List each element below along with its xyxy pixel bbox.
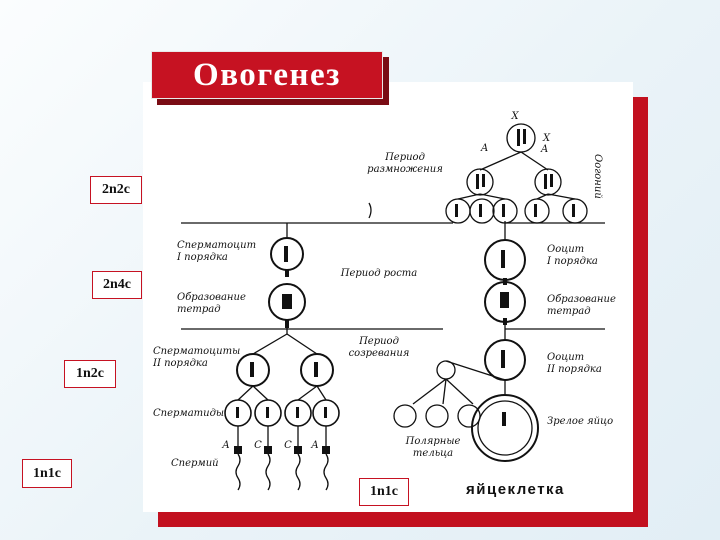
cell-mature-egg xyxy=(471,394,539,462)
sperm-mark: A xyxy=(221,440,229,451)
chromosome xyxy=(550,174,553,187)
sperm-head xyxy=(294,446,302,454)
chromosome xyxy=(324,407,327,418)
cell-spermatocyte-2 xyxy=(236,353,270,387)
chromosome xyxy=(501,250,505,268)
cell-polar-body xyxy=(436,360,456,380)
chromosome xyxy=(284,246,288,262)
cell-spermatid xyxy=(224,399,252,427)
sperm-tail xyxy=(323,453,329,491)
chromosome xyxy=(501,350,505,368)
chromosome xyxy=(502,204,505,217)
chromosome xyxy=(482,174,485,187)
chromosome xyxy=(314,362,318,377)
chromosome-mark: X xyxy=(542,133,551,144)
sperm-tail xyxy=(295,453,301,491)
slide-title: Овогенез xyxy=(151,51,383,99)
chromosome xyxy=(296,407,299,418)
cell-oogonium xyxy=(534,168,562,196)
cell-junction xyxy=(285,269,289,277)
chromosome xyxy=(266,407,269,418)
cell-polar-body xyxy=(425,404,449,428)
cell-oogonium xyxy=(524,198,550,224)
chromosome-tetrad xyxy=(500,292,509,308)
label-spermatids: Сперматиды xyxy=(153,408,224,419)
chromosome-formula-label: 1n2c xyxy=(64,360,116,388)
cell-spermatid xyxy=(284,399,312,427)
chromosome-mark: A xyxy=(540,144,548,155)
chromosome-formula-label: 1n1c xyxy=(22,459,72,488)
cell-polar-body xyxy=(393,404,417,428)
chromosome-formula-label: 2n4c xyxy=(92,271,142,299)
label-mature-egg: Зрелое яйцо xyxy=(547,416,613,427)
cell-spermatid xyxy=(254,399,282,427)
cell-oogonium xyxy=(562,198,588,224)
cell-oogonium xyxy=(469,198,495,224)
label-sperm: Спермий xyxy=(171,458,219,469)
cell-junction xyxy=(503,278,507,285)
cell-spermatid xyxy=(312,399,340,427)
cell-mature-egg-inner xyxy=(477,400,533,456)
chromosome xyxy=(476,174,479,189)
cell-junction xyxy=(285,320,289,328)
label-oogonium: Оогоний xyxy=(592,154,603,199)
sperm-head xyxy=(264,446,272,454)
chromosome xyxy=(517,129,520,146)
sperm-tail xyxy=(265,453,271,491)
cell-oocyte-2 xyxy=(484,339,526,381)
sperm-head xyxy=(234,446,242,454)
sperm-head xyxy=(322,446,330,454)
chromosome-mark: X xyxy=(510,111,519,122)
chromosome xyxy=(534,204,537,217)
sperm-mark: C xyxy=(284,440,292,451)
cell-junction xyxy=(503,318,507,325)
chromosome xyxy=(455,204,458,217)
cell-spermatocyte-2 xyxy=(300,353,334,387)
cell-oogonium xyxy=(506,123,536,153)
sperm-tail xyxy=(235,453,241,491)
chromosome-formula-label: 2n2c xyxy=(90,176,142,204)
label-period-growth: Период роста xyxy=(340,268,418,279)
chromosome xyxy=(250,362,254,377)
cell-polar-body xyxy=(457,404,481,428)
chromosome xyxy=(572,204,575,217)
cell-oogonium xyxy=(466,168,494,196)
chromosome xyxy=(523,129,526,144)
sperm-mark: A xyxy=(310,440,318,451)
chromosome-tetrad xyxy=(282,294,292,309)
chromosome xyxy=(479,204,482,217)
sperm-mark: C xyxy=(254,440,262,451)
cell-oogonium xyxy=(492,198,518,224)
chromosome xyxy=(502,412,506,426)
chromosome xyxy=(544,174,547,189)
chromosome xyxy=(236,407,239,418)
chromosome-formula-label: 1n1c xyxy=(359,478,409,506)
chromosome-mark: A xyxy=(480,143,488,154)
bracket-mark xyxy=(368,202,372,219)
egg-cell-label: яйцеклетка xyxy=(466,481,565,498)
